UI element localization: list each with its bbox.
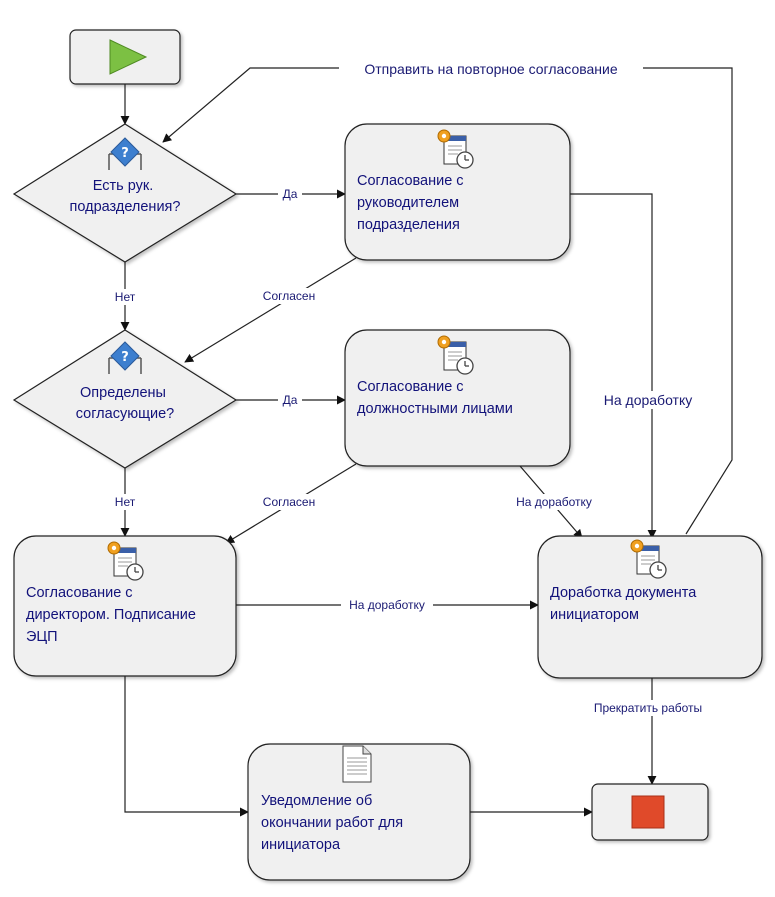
task-director-line-1: Согласование с <box>26 585 133 601</box>
edge-labels: Отправить на повторное согласование Да Н… <box>110 60 714 716</box>
task-head-line-2: руководителем <box>357 195 459 211</box>
edge-director-to-notify <box>124 676 249 817</box>
decision-head-line-1: Есть рук. <box>93 178 154 194</box>
task-rework[interactable]: Доработка документа инициатором <box>537 535 763 679</box>
label-resend: Отправить на повторное согласование <box>364 61 617 77</box>
task-head-line-3: подразделения <box>357 217 460 233</box>
start-node[interactable] <box>69 29 181 85</box>
task-officials-line-2: должностными лицами <box>357 401 513 417</box>
decision-approvers-line-2: согласующие? <box>76 406 175 422</box>
stop-node[interactable] <box>591 783 709 841</box>
decision-head-exists[interactable]: Есть рук. подразделения? <box>12 123 238 263</box>
edge-resend <box>162 67 733 535</box>
svg-text:Согласование с директоро: Согласование с директором. Подписание ЭЦ… <box>26 585 200 645</box>
label-no-approvers: Нет <box>115 495 136 509</box>
svg-text:Есть рук. подразделения?: Есть рук. подразделения? <box>70 178 181 215</box>
label-stop-work: Прекратить работы <box>594 701 702 715</box>
svg-text:Доработка документа иниц: Доработка документа инициатором <box>550 585 700 623</box>
play-icon <box>109 39 148 75</box>
decision-approvers-line-1: Определены <box>80 385 166 401</box>
task-notify-line-3: инициатора <box>261 837 341 853</box>
task-director-approval[interactable]: Согласование с директором. Подписание ЭЦ… <box>13 535 237 677</box>
label-no-head: Нет <box>115 290 136 304</box>
task-director-line-2: директором. Подписание <box>26 607 196 623</box>
label-rework-officials: На доработку <box>516 495 592 509</box>
document-icon <box>342 745 372 783</box>
task-officials-line-1: Согласование с <box>357 379 464 395</box>
label-rework-head: На доработку <box>604 392 693 408</box>
label-yes-approvers: Да <box>283 393 298 407</box>
decision-approvers-defined[interactable]: Определены согласующие? <box>12 329 238 469</box>
task-notify-line-2: окончании работ для <box>261 815 403 831</box>
label-rework-director: На доработку <box>349 598 425 612</box>
task-head-line-1: Согласование с <box>357 173 464 189</box>
stop-icon <box>631 795 665 829</box>
decision-head-line-2: подразделения? <box>70 199 181 215</box>
task-officials-approval[interactable]: Согласование с должностными лицами <box>344 329 571 467</box>
task-director-line-3: ЭЦП <box>26 629 58 645</box>
svg-text:Согласование с должностн: Согласование с должностными лицами <box>357 379 513 417</box>
label-yes-head: Да <box>283 187 298 201</box>
task-notify-line-1: Уведомление об <box>261 793 372 809</box>
edge-rework-head <box>570 193 657 539</box>
label-agreed-officials: Согласен <box>263 495 315 509</box>
edges <box>120 67 733 817</box>
svg-text:Уведомление об окончании: Уведомление об окончании работ для иници… <box>261 793 407 853</box>
task-notify-initiator[interactable]: Уведомление об окончании работ для иници… <box>247 743 471 881</box>
svg-text:Определены согласующие?: Определены согласующие? <box>76 385 175 422</box>
label-agreed-head: Согласен <box>263 289 315 303</box>
svg-text:Согласование с руководит: Согласование с руководителем подразделен… <box>357 173 468 233</box>
task-rework-line-1: Доработка документа <box>550 585 697 601</box>
edge-agreed-head <box>184 257 357 363</box>
task-rework-line-2: инициатором <box>550 607 639 623</box>
task-head-approval[interactable]: Согласование с руководителем подразделен… <box>344 123 571 261</box>
